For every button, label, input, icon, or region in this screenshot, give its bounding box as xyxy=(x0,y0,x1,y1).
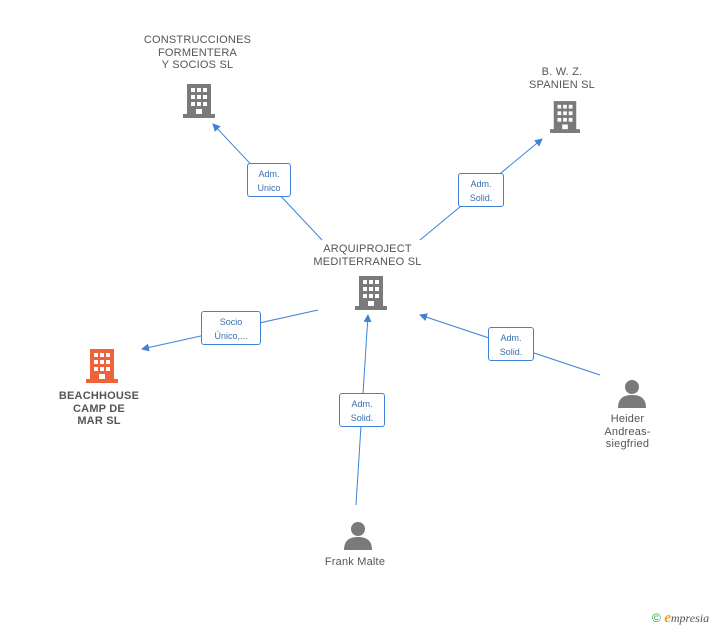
empresia-logo-text: mpresia xyxy=(670,611,710,625)
edge-label-adm-solid-frank[interactable]: Adm. Solid. xyxy=(339,393,385,427)
brand-footer: © empresia xyxy=(652,610,709,627)
building-icon[interactable] xyxy=(550,100,580,134)
edge-label-adm-solid-heider[interactable]: Adm. Solid. xyxy=(488,327,534,361)
edge-label-socio-unico[interactable]: Socio Único,... xyxy=(201,311,261,345)
node-label-bwz[interactable]: B. W. Z. SPANIEN SL xyxy=(529,66,595,91)
building-icon[interactable] xyxy=(183,84,215,118)
node-label-frank[interactable]: Frank Malte xyxy=(324,556,386,568)
node-label-beachhouse[interactable]: BEACHHOUSE CAMP DE MAR SL xyxy=(58,390,140,427)
person-icon[interactable] xyxy=(343,520,373,550)
node-label-arquiproject[interactable]: ARQUIPROJECT MEDITERRANEO SL xyxy=(313,243,422,268)
node-label-construcciones[interactable]: CONSTRUCCIONES FORMENTERA Y SOCIOS SL xyxy=(143,34,252,71)
building-icon[interactable] xyxy=(355,276,387,310)
edge-label-adm-unico[interactable]: Adm. Unico xyxy=(247,163,291,197)
copyright-icon: © xyxy=(652,611,661,625)
node-label-heider[interactable]: Heider Andreas- siegfried xyxy=(604,413,651,450)
person-icon[interactable] xyxy=(617,378,647,408)
edge-label-adm-solid-bwz[interactable]: Adm. Solid. xyxy=(458,173,504,207)
empresia-logo-initial: e xyxy=(664,610,671,626)
building-icon[interactable] xyxy=(86,349,118,383)
